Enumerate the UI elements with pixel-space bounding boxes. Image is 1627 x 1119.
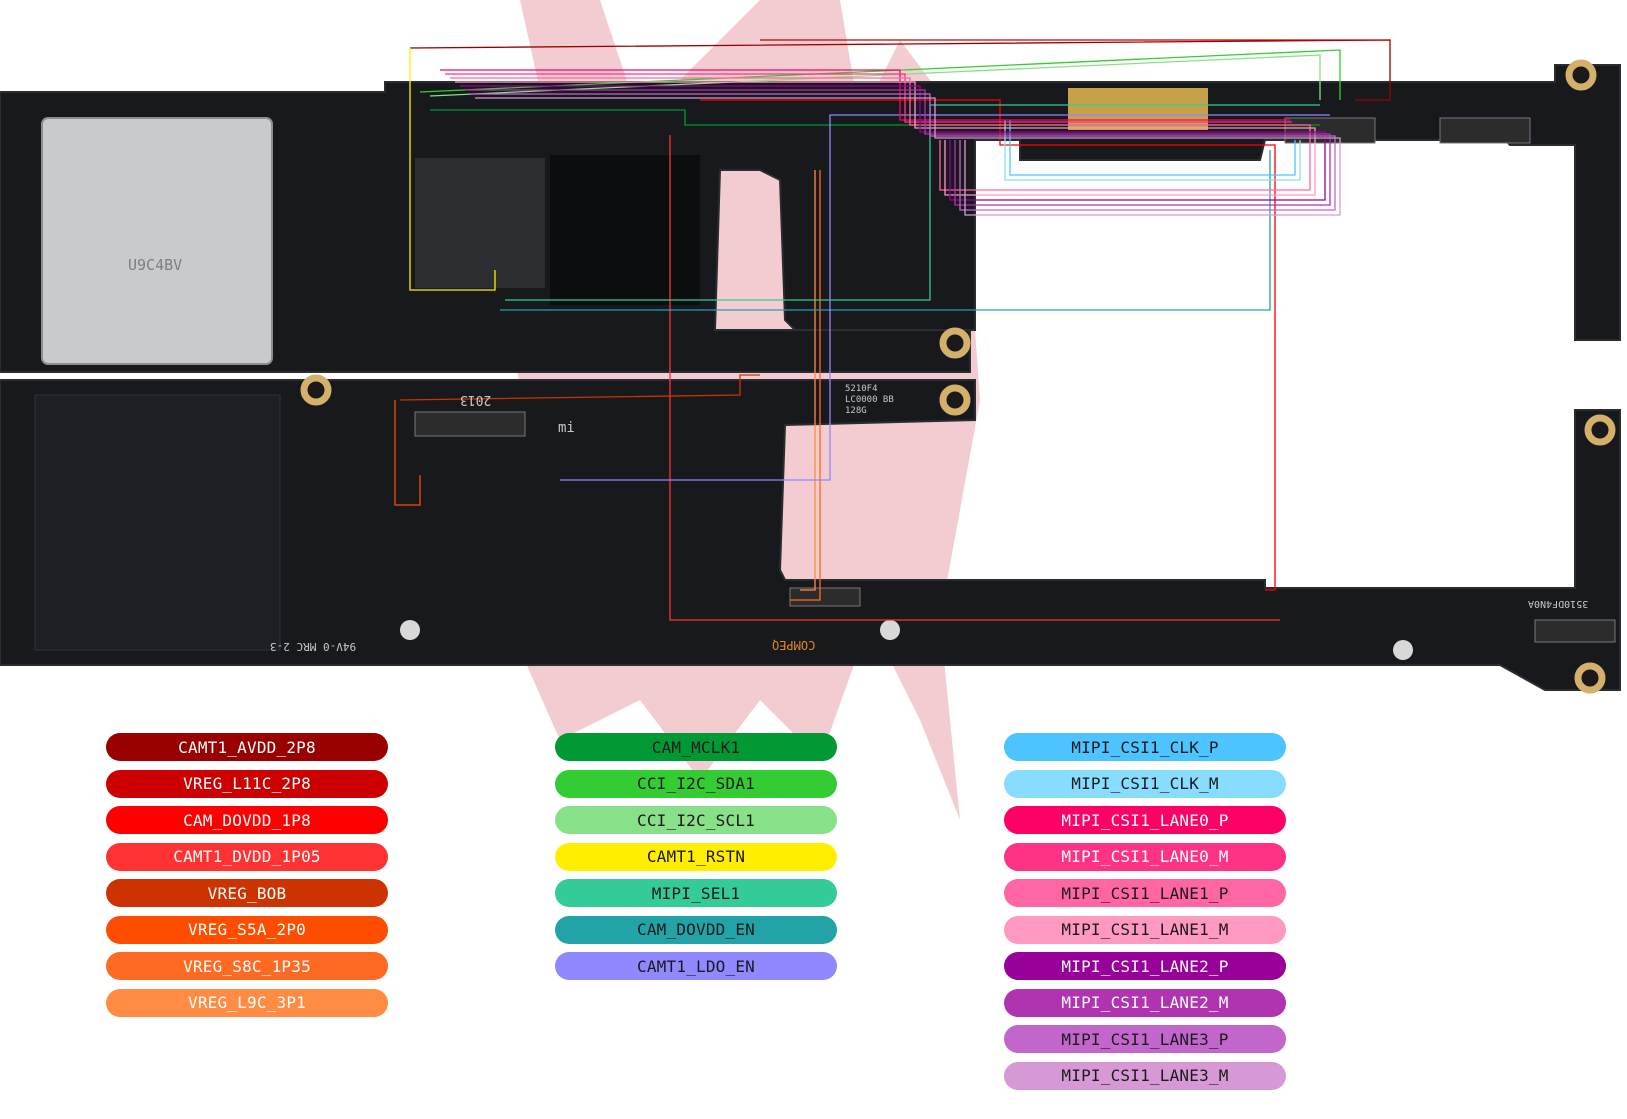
legend-item: VREG_S8C_1P35 (106, 952, 388, 980)
trace-camt1-dvdd (669, 135, 1280, 621)
trace-csi-clk-m (1004, 120, 1301, 181)
legend-item-label: CAMT1_RSTN (646, 847, 746, 866)
ic-processor-main (550, 155, 700, 305)
mount-hole (880, 620, 900, 640)
connector-camera (789, 587, 861, 607)
legend-item: MIPI_CSI1_CLK_P (1004, 733, 1286, 761)
legend-item-label: CAM_MCLK1 (651, 737, 741, 757)
trace-mipi-sel (505, 104, 1320, 301)
legend-item-label: CAMT1_LDO_EN (637, 956, 755, 976)
legend-item: MIPI_CSI1_LANE1_P (1004, 879, 1286, 907)
legend-item: CAMT1_RSTN (555, 842, 837, 871)
trace-csi-lane0-p (440, 69, 1290, 121)
pcb-upper-board (0, 64, 1621, 373)
legend-item: MIPI_CSI1_CLK_M (1004, 769, 1286, 798)
legend-item-label: CAMT1_DVDD_1P05 (173, 847, 321, 866)
brand-mark: COMPEQ (772, 638, 816, 652)
legend-item-label: MIPI_CSI1_LANE3_P (1061, 1029, 1229, 1049)
legend-item-label: CCI_I2C_SDA1 (637, 774, 755, 793)
trace-csi-lane1-m (455, 81, 1316, 196)
sim-tray-code: U9C4BV (128, 256, 183, 274)
pcb-lower-board (0, 379, 1621, 691)
legend-item: VREG_S5A_2P0 (106, 915, 388, 944)
connector-mid (414, 411, 526, 437)
legend-item: CAM_DOVDD_1P8 (106, 806, 388, 834)
legend-item-label: VREG_BOB (207, 883, 287, 903)
legend-item-label: CAMT1_AVDD_2P8 (178, 737, 316, 757)
pmic-area (34, 394, 281, 651)
trace-camt1-avdd (409, 39, 1391, 101)
legend-item: CAMT1_LDO_EN (555, 952, 837, 980)
legend-item-label: MIPI_CSI1_LANE3_M (1061, 1066, 1229, 1085)
trace-cam-dovdd (700, 99, 1276, 591)
legend-item-label: CCI_I2C_SCL1 (637, 810, 755, 830)
trace-vreg-s8c (790, 170, 821, 601)
legend-item: VREG_BOB (106, 879, 388, 907)
legend-item-label: VREG_S8C_1P35 (183, 956, 311, 976)
legend-item: MIPI_SEL1 (555, 879, 837, 907)
trace-overlay (394, 39, 1391, 621)
trace-csi-lane2-p (460, 85, 1326, 201)
trace-csi-clk-p (1009, 120, 1296, 176)
legend-item: CAM_MCLK1 (555, 733, 837, 761)
legend-item: MIPI_CSI1_LANE3_P (1004, 1025, 1286, 1053)
legend-item-label: MIPI_CSI1_LANE1_M (1061, 920, 1229, 939)
trace-csi-lane2-m (465, 89, 1331, 206)
legend-item: CAMT1_AVDD_2P8 (106, 733, 388, 761)
part-code: 5210F4 LC0000 BB 128G (845, 384, 894, 416)
legend-item: MIPI_CSI1_LANE3_M (1004, 1061, 1286, 1090)
trace-vreg-s5a (394, 400, 421, 506)
trace-csi-lane3-m (475, 97, 1341, 216)
trace-csi-lane1-p (450, 77, 1311, 191)
legend-item: MIPI_CSI1_LANE2_M (1004, 988, 1286, 1017)
legend-item-label: MIPI_SEL1 (651, 883, 741, 903)
legend-item-label: MIPI_CSI1_CLK_M (1071, 774, 1219, 793)
legend-item: CAMT1_DVDD_1P05 (106, 842, 388, 871)
legend-item: CAM_DOVDD_EN (555, 915, 837, 944)
mi-logo: mi (558, 420, 575, 436)
legend-mipi-column: MIPI_CSI1_CLK_P MIPI_CSI1_CLK_M MIPI_CSI1_… (1004, 733, 1286, 1098)
legend-item-label: VREG_L11C_2P8 (183, 774, 311, 793)
legend-item-label: MIPI_CSI1_LANE0_M (1061, 847, 1229, 866)
legend-item-label: CAM_DOVDD_EN (637, 920, 755, 939)
trace-csi-lane3-p (470, 93, 1336, 211)
legend-item: VREG_L11C_2P8 (106, 769, 388, 798)
legend-item: MIPI_CSI1_LANE1_M (1004, 915, 1286, 944)
legend-item-label: MIPI_CSI1_LANE2_M (1061, 993, 1229, 1012)
ul-mark: 94V-0 MRC 2-3 (270, 640, 357, 653)
legend-item: CCI_I2C_SDA1 (555, 769, 837, 798)
connector-code: 3510DF4N0A (1528, 598, 1589, 609)
connector-bottom-right (1534, 619, 1616, 643)
ic-processor-grid (415, 158, 545, 288)
legend-item: CCI_I2C_SCL1 (555, 806, 837, 834)
connector-top-far (1439, 117, 1531, 144)
trace-camt1-ldo-en (560, 114, 1330, 481)
gold-contact (1068, 88, 1208, 130)
legend-item-label: VREG_S5A_2P0 (188, 920, 306, 939)
legend-item: VREG_L9C_3P1 (106, 988, 388, 1017)
trace-vreg-bob (399, 374, 760, 401)
legend-item-label: MIPI_CSI1_LANE2_P (1061, 956, 1229, 976)
trace-cam-dovdd-en (500, 150, 1271, 311)
sim-tray-shield (41, 117, 273, 365)
legend-item-label: MIPI_CSI1_LANE1_P (1061, 883, 1229, 903)
legend-item: MIPI_CSI1_LANE0_P (1004, 806, 1286, 834)
rev-code: 2013 (460, 392, 492, 407)
legend-item-label: MIPI_CSI1_LANE0_P (1061, 810, 1229, 830)
legend-item-label: VREG_L9C_3P1 (188, 993, 306, 1012)
legend-item-label: MIPI_CSI1_CLK_P (1071, 737, 1219, 757)
mount-rings (300, 59, 1616, 694)
mount-hole (400, 620, 420, 640)
trace-camt1-rstn (409, 48, 496, 291)
legend-item-label: CAM_DOVDD_1P8 (183, 810, 311, 830)
legend-item: MIPI_CSI1_LANE0_M (1004, 842, 1286, 871)
legend-item: MIPI_CSI1_LANE2_P (1004, 952, 1286, 980)
mount-hole (1393, 640, 1413, 660)
